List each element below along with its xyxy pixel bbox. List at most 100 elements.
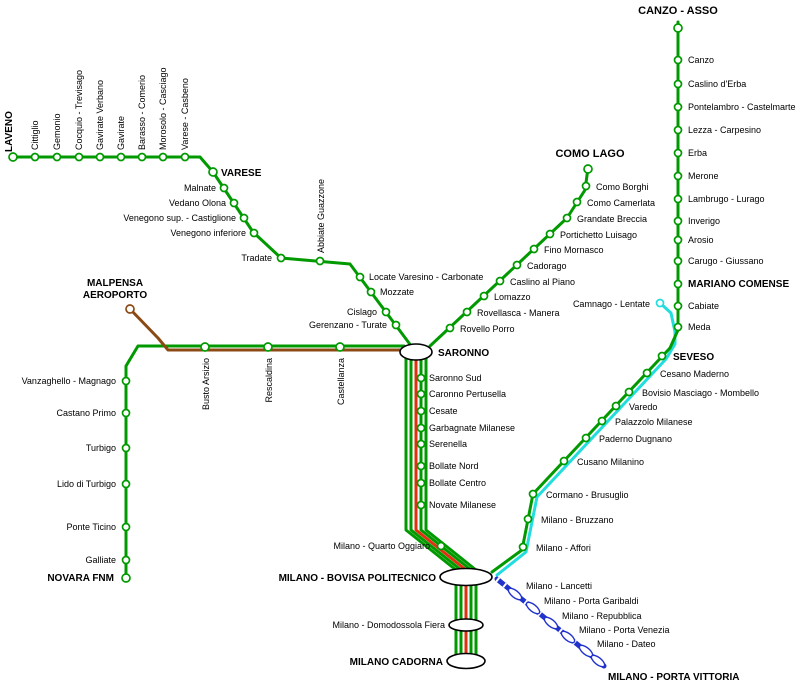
station-marker	[673, 55, 683, 65]
station-marker	[673, 256, 683, 266]
station-label: Cesate	[429, 406, 458, 416]
station-marker	[528, 489, 538, 499]
station-marker	[673, 216, 683, 226]
station-label: SEVESO	[673, 352, 714, 363]
station-label: Lomazzo	[494, 292, 531, 302]
station-label: Grandate Breccia	[577, 214, 647, 224]
station-label: Mozzate	[380, 287, 414, 297]
station-marker	[208, 167, 218, 177]
station-marker	[583, 164, 593, 174]
station-label: Serenella	[429, 439, 467, 449]
station-label: Rescaldina	[264, 358, 274, 403]
station-marker	[673, 148, 683, 158]
station-marker	[512, 260, 522, 270]
station-label: Venegono sup. - Castiglione	[123, 213, 236, 223]
station-label: Bollate Centro	[429, 478, 486, 488]
station-marker	[559, 456, 569, 466]
station-marker	[276, 253, 286, 263]
station-marker	[30, 152, 40, 162]
station-label: Galliate	[85, 555, 116, 565]
station-marker	[416, 389, 426, 399]
rail-line-malpensa-branch	[128, 307, 406, 352]
station-label: Arosio	[688, 235, 714, 245]
station-label: VARESE	[221, 168, 262, 179]
rail-line-trunk-green-4-upper	[424, 350, 478, 572]
station-marker	[416, 500, 426, 510]
station-label: Milano - Repubblica	[562, 611, 642, 621]
station-label: Pontelambro - Castelmarte	[688, 102, 796, 112]
station-label: Milano - Porta Venezia	[579, 625, 670, 635]
station-marker	[529, 244, 539, 254]
rail-line-trunk-green-2-upper	[409, 350, 463, 572]
station-marker	[416, 478, 426, 488]
station-label: Vanzaghello - Magnago	[22, 376, 116, 386]
station-label: CANZO - ASSO	[638, 5, 718, 17]
station-marker	[416, 461, 426, 471]
station-label: Cocquio - Trevisago	[74, 70, 84, 150]
station-label: Vedano Olona	[169, 198, 226, 208]
station-label: Castellanza	[336, 358, 346, 405]
station-marker	[673, 194, 683, 204]
station-label: Bollate Nord	[429, 461, 479, 471]
station-marker	[445, 323, 455, 333]
station-marker	[572, 197, 582, 207]
station-label: Morosolo - Casciago	[158, 67, 168, 150]
station-marker	[239, 213, 249, 223]
station-marker	[355, 272, 365, 282]
station-label: Como Camerlata	[587, 198, 655, 208]
station-marker	[560, 630, 576, 644]
station-marker	[545, 229, 555, 239]
station-label: MILANO - PORTA VITTORIA	[608, 672, 739, 683]
major-station-saronno	[399, 343, 433, 361]
station-marker	[673, 322, 683, 332]
station-label: Bovisio Masciago - Mombello	[642, 388, 759, 398]
station-marker	[543, 616, 559, 630]
station-label: Gerenzano - Turate	[309, 320, 387, 330]
station-marker	[416, 439, 426, 449]
major-station-milano-domodossola-fiera	[448, 618, 484, 632]
station-marker	[597, 416, 607, 426]
station-marker	[673, 125, 683, 135]
station-label: Paderno Dugnano	[599, 434, 672, 444]
station-label: Ponte Ticino	[66, 522, 116, 532]
station-label: Portichetto Luisago	[560, 230, 637, 240]
station-label: Cislago	[347, 307, 377, 317]
station-label: Barasso - Comerio	[137, 75, 147, 150]
station-label: Malnate	[184, 183, 216, 193]
station-marker	[158, 152, 168, 162]
station-label: Cadorago	[527, 261, 567, 271]
station-marker	[381, 307, 391, 317]
station-marker	[200, 342, 210, 352]
station-marker	[436, 541, 446, 551]
station-label: Erba	[688, 148, 707, 158]
station-marker	[523, 514, 533, 524]
rail-line-como-saronno	[428, 166, 590, 348]
station-label: Varedo	[629, 402, 657, 412]
station-marker	[121, 376, 131, 386]
station-marker	[673, 301, 683, 311]
station-marker	[121, 522, 131, 532]
station-marker	[655, 298, 665, 308]
station-label: Caslino al Piano	[510, 277, 575, 287]
station-label: Locate Varesino - Carbonate	[369, 272, 483, 282]
rail-line-trunk-red-upper	[414, 350, 468, 572]
station-marker	[74, 152, 84, 162]
station-marker	[673, 102, 683, 112]
station-marker	[581, 433, 591, 443]
station-marker	[121, 443, 131, 453]
station-marker	[611, 401, 621, 411]
station-marker	[495, 276, 505, 286]
station-marker	[479, 291, 489, 301]
station-marker	[315, 256, 325, 266]
station-marker	[229, 198, 239, 208]
station-label: MALPENSA	[87, 278, 143, 289]
station-marker	[624, 387, 634, 397]
station-label: Lido di Turbigo	[57, 479, 116, 489]
station-marker	[366, 287, 376, 297]
station-marker	[391, 320, 401, 330]
station-marker	[125, 304, 135, 314]
station-label: Camnago - Lentate	[573, 299, 650, 309]
station-marker	[116, 152, 126, 162]
station-marker	[673, 279, 683, 289]
station-label: Novate Milanese	[429, 500, 496, 510]
